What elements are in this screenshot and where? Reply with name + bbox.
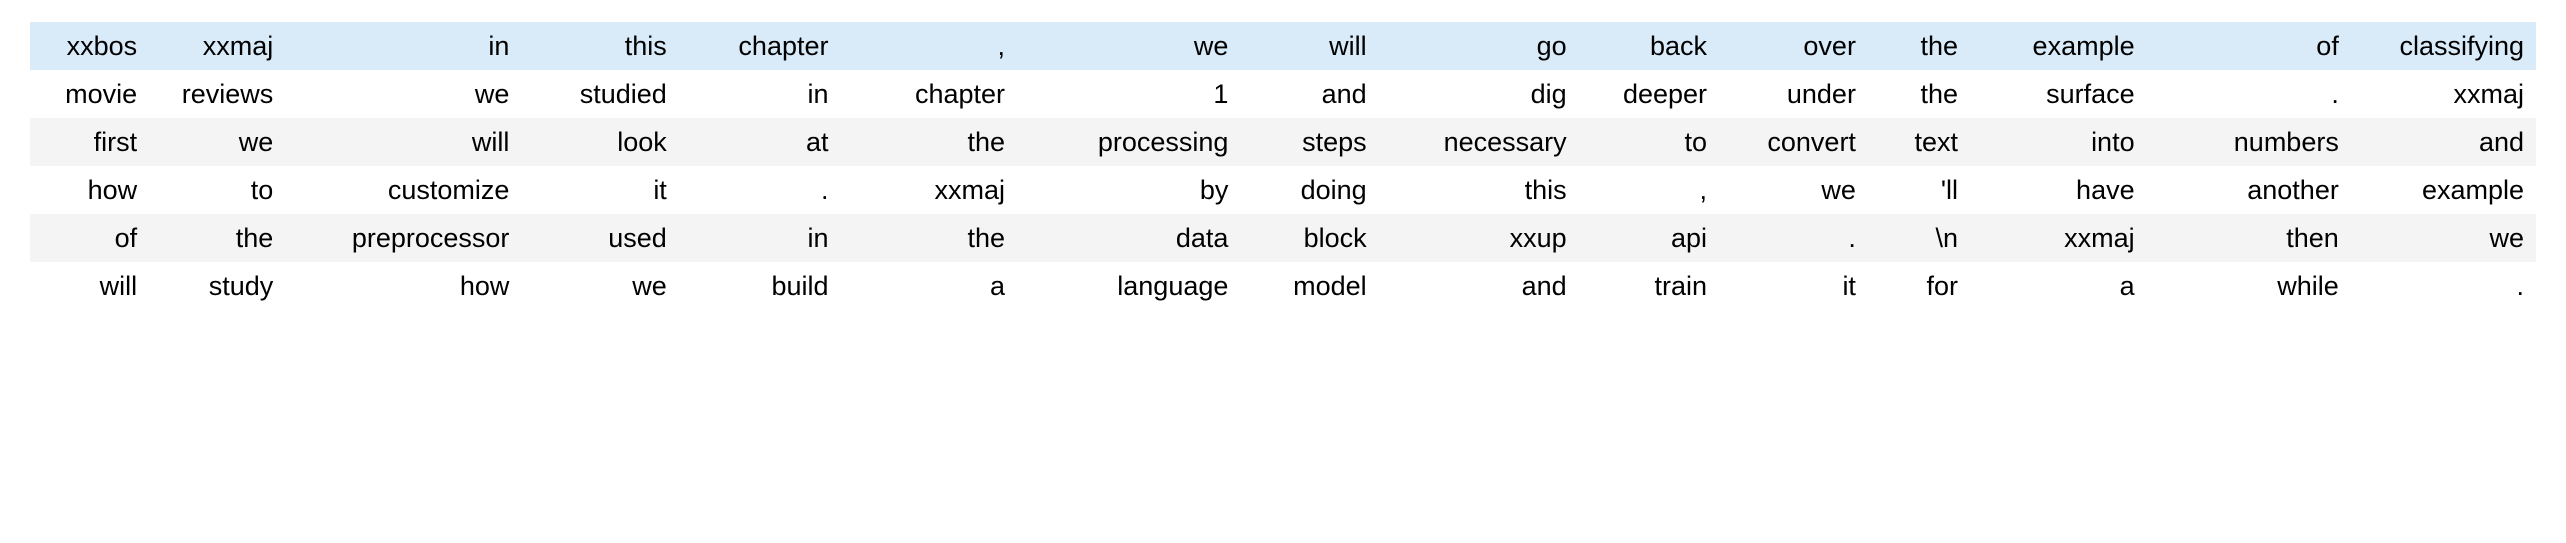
token-cell: it [521, 166, 679, 214]
token-cell: to [149, 166, 286, 214]
token-cell: under [1719, 70, 1868, 118]
token-cell: this [1378, 166, 1579, 214]
token-cell: preprocessor [285, 214, 522, 262]
token-cell: api [1578, 214, 1720, 262]
token-cell: of [30, 214, 150, 262]
token-cell: \n [1867, 214, 1971, 262]
token-cell: , [840, 22, 1018, 70]
token-cell: data [1017, 214, 1241, 262]
token-cell: how [285, 262, 522, 310]
token-cell: first [30, 118, 150, 166]
token-cell: block [1240, 214, 1379, 262]
token-cell: language [1017, 262, 1241, 310]
token-cell: look [521, 118, 679, 166]
token-cell: dig [1378, 70, 1579, 118]
token-cell: reviews [149, 70, 286, 118]
token-cell: we [1017, 22, 1241, 70]
token-cell: classifying [2350, 22, 2536, 70]
token-cell: 'll [1867, 166, 1971, 214]
token-cell: xxmaj [2350, 70, 2536, 118]
token-cell: necessary [1378, 118, 1579, 166]
token-cell: xxmaj [149, 22, 286, 70]
token-cell: chapter [840, 70, 1018, 118]
token-cell: model [1240, 262, 1379, 310]
token-cell: processing [1017, 118, 1241, 166]
token-cell: used [521, 214, 679, 262]
token-cell: have [1970, 166, 2147, 214]
token-cell: in [678, 214, 841, 262]
token-cell: xxbos [30, 22, 150, 70]
token-cell: in [678, 70, 841, 118]
token-cell: while [2146, 262, 2351, 310]
token-cell: over [1719, 22, 1868, 70]
token-cell: will [30, 262, 150, 310]
token-cell: xxmaj [840, 166, 1018, 214]
token-cell: and [1378, 262, 1579, 310]
token-cell: in [285, 22, 522, 70]
token-cell: . [678, 166, 841, 214]
token-cell: to [1578, 118, 1720, 166]
token-cell: numbers [2146, 118, 2351, 166]
token-cell: of [2146, 22, 2351, 70]
token-cell: go [1378, 22, 1579, 70]
token-cell: example [1970, 22, 2147, 70]
token-cell: and [2350, 118, 2536, 166]
token-cell: the [1867, 70, 1971, 118]
token-cell: into [1970, 118, 2147, 166]
token-cell: , [1578, 166, 1720, 214]
token-cell: will [1240, 22, 1379, 70]
token-cell: a [1970, 262, 2147, 310]
token-cell: customize [285, 166, 522, 214]
token-cell: 1 [1017, 70, 1241, 118]
token-cell: the [1867, 22, 1971, 70]
token-cell: the [149, 214, 286, 262]
token-cell: steps [1240, 118, 1379, 166]
token-cell: text [1867, 118, 1971, 166]
token-cell: will [285, 118, 522, 166]
token-cell: chapter [678, 22, 841, 70]
token-cell: this [521, 22, 679, 70]
token-cell: we [1719, 166, 1868, 214]
token-cell: xxmaj [1970, 214, 2147, 262]
token-cell: then [2146, 214, 2351, 262]
token-cell: movie [30, 70, 150, 118]
token-cell: it [1719, 262, 1868, 310]
token-cell: we [149, 118, 286, 166]
token-cell: surface [1970, 70, 2147, 118]
token-cell: example [2350, 166, 2536, 214]
token-cell: we [285, 70, 522, 118]
token-cell: study [149, 262, 286, 310]
token-cell: xxup [1378, 214, 1579, 262]
token-cell: . [1719, 214, 1868, 262]
token-cell: train [1578, 262, 1720, 310]
token-cell: another [2146, 166, 2351, 214]
token-cell: for [1867, 262, 1971, 310]
token-cell: by [1017, 166, 1241, 214]
token-cell: we [2350, 214, 2536, 262]
token-cell: back [1578, 22, 1720, 70]
token-cell: the [840, 214, 1018, 262]
token-cell: a [840, 262, 1018, 310]
token-cell: build [678, 262, 841, 310]
token-cell: we [521, 262, 679, 310]
token-cell: . [2350, 262, 2536, 310]
token-cell: doing [1240, 166, 1379, 214]
token-cell: and [1240, 70, 1379, 118]
token-cell: how [30, 166, 150, 214]
token-cell: studied [521, 70, 679, 118]
token-cell: convert [1719, 118, 1868, 166]
token-cell: the [840, 118, 1018, 166]
token-cell: deeper [1578, 70, 1720, 118]
token-cell: at [678, 118, 841, 166]
token-cell: . [2146, 70, 2351, 118]
